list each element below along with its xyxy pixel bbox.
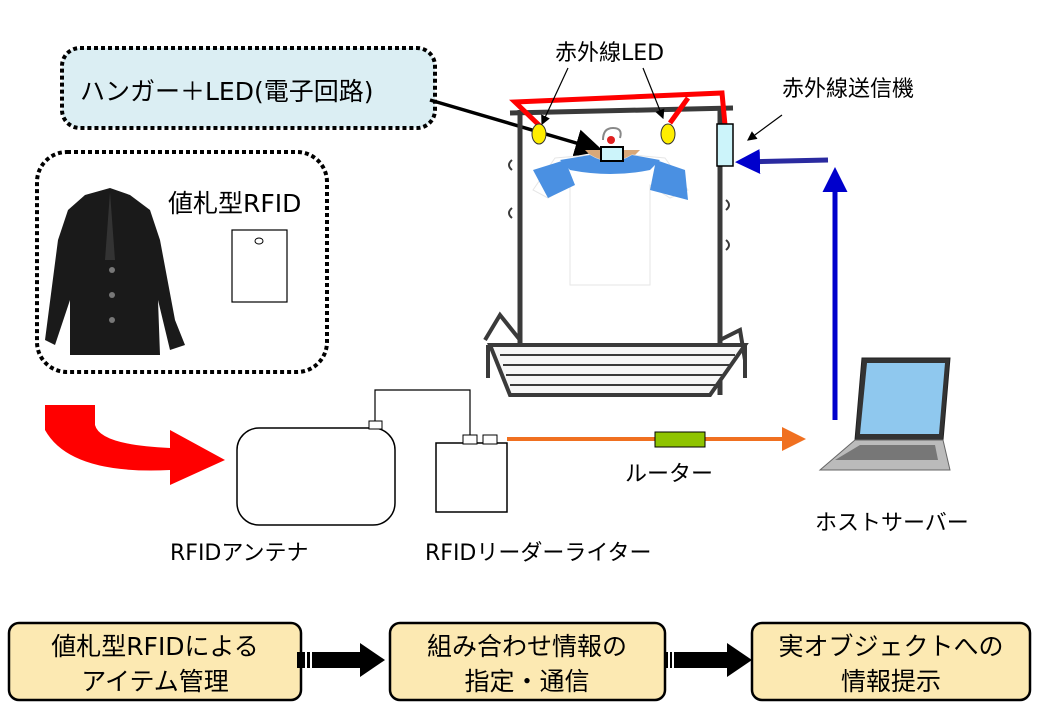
ir-led-label: 赤外線LED (555, 41, 664, 66)
flow-arrow-2 (666, 643, 752, 677)
tag-hole (254, 237, 264, 245)
price-tag-rfid (231, 229, 288, 303)
antenna-cable (374, 389, 471, 436)
server-to-transmitter-signal-left (735, 149, 829, 175)
router (654, 431, 706, 448)
hanger-led-callout: ハンガー＋LED(電子回路) (60, 46, 604, 157)
antenna-connector (368, 420, 383, 430)
red-curved-arrow (45, 405, 225, 485)
ir-transmitter-label: 赤外線送信機 (782, 77, 914, 102)
rfid-reader-writer-label: RFIDリーダーライター (425, 541, 652, 566)
rfid-reader-writer (435, 442, 508, 513)
flow-arrow-1 (297, 643, 385, 677)
tag-rfid-label: 値札型RFID (168, 189, 301, 218)
tshirt-on-hanger (532, 126, 689, 286)
coat-image (45, 188, 185, 355)
flow-step-1-line2: アイテム管理 (81, 667, 229, 696)
rfid-antenna (236, 427, 396, 526)
host-server-laptop (818, 357, 951, 471)
ir-wiring (509, 90, 728, 128)
flow-step-3-line1: 実オブジェクトへの (778, 632, 1003, 661)
flow-step-3: 実オブジェクトへの 情報提示 (750, 621, 1032, 702)
ir-led-left (531, 123, 547, 145)
hanger-led-module (600, 146, 624, 162)
reader-port-2 (482, 434, 498, 445)
flow-step-3-line2: 情報提示 (841, 667, 941, 696)
reader-port-1 (462, 434, 478, 445)
flow-step-1: 値札型RFIDによる アイテム管理 (7, 621, 303, 702)
hanger-pointer-arrow (429, 98, 604, 157)
flow-step-2-line2: 指定・通信 (464, 667, 589, 696)
ir-transmitter-arrow (747, 114, 783, 141)
ir-led-right (660, 123, 676, 145)
flow-step-1-line1: 値札型RFIDによる (51, 632, 259, 661)
flow-step-2-line1: 組み合わせ情報の (427, 632, 627, 661)
tag-rfid-panel: 値札型RFID (35, 150, 329, 374)
flow-step-2: 組み合わせ情報の 指定・通信 (388, 621, 667, 702)
host-server-label: ホストサーバー (815, 511, 969, 536)
ir-led-arrow-right (642, 67, 665, 120)
ir-transmitter (716, 123, 734, 167)
rfid-antenna-label: RFIDアンテナ (170, 541, 309, 566)
hanger-led-label: ハンガー＋LED(電子回路) (80, 77, 373, 106)
ir-led-arrow-left (541, 67, 569, 126)
router-label: ルーター (625, 462, 713, 487)
clothes-rack (483, 105, 749, 397)
